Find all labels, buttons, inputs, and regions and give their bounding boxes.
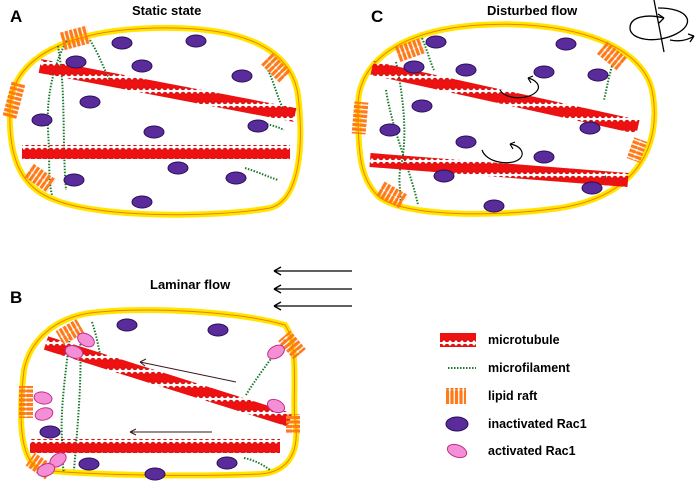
inactive-rac1 <box>167 161 189 175</box>
legend: microtubule microfilament lipid raft ina… <box>440 333 587 459</box>
inactive-rac1 <box>231 69 253 83</box>
inactive-rac1 <box>144 467 166 481</box>
lipid-raft <box>394 37 426 63</box>
inactive-rac1 <box>379 123 401 137</box>
lipid-raft <box>375 181 409 209</box>
legend-label-microtubule: microtubule <box>488 333 560 347</box>
panel-c-letter: C <box>371 7 383 26</box>
microtubule <box>370 61 640 134</box>
alignment-arrows <box>129 358 237 436</box>
inactive-rac1 <box>143 125 165 139</box>
lipid-raft <box>55 319 85 345</box>
panel-b-title: Laminar flow <box>150 277 231 292</box>
lipid-raft <box>261 53 291 83</box>
legend-label-active-rac1: activated Rac1 <box>488 444 576 458</box>
legend-item-lipid-raft: lipid raft <box>446 388 538 404</box>
microtubule <box>38 59 297 122</box>
inactive-rac1 <box>587 68 609 82</box>
inactive-rac1 <box>216 456 238 470</box>
active-rac1-swatch <box>446 443 468 459</box>
legend-label-lipid-raft: lipid raft <box>488 389 538 403</box>
active-rac1 <box>34 407 54 421</box>
active-rac1 <box>266 398 286 414</box>
inactive-rac1 <box>116 318 138 332</box>
legend-item-inactive-rac1: inactivated Rac1 <box>445 416 587 432</box>
active-rac1 <box>33 391 53 405</box>
panel-c: C Disturbed flow <box>351 0 695 217</box>
lipid-raft <box>278 330 306 360</box>
rotation-arrow-icon <box>481 141 523 164</box>
inactive-rac1 <box>39 425 61 439</box>
legend-label-inactive-rac1: inactivated Rac1 <box>488 417 587 431</box>
inactive-rac1 <box>247 119 269 133</box>
lipid-raft <box>351 101 369 135</box>
legend-label-microfilament: microfilament <box>488 361 571 375</box>
laminar-flow-arrows <box>273 266 352 311</box>
inactive-rac1-swatch <box>445 416 469 432</box>
inactive-rac1 <box>411 99 433 113</box>
alignment-arrow-icon <box>139 358 237 383</box>
legend-item-active-rac1: activated Rac1 <box>446 443 576 459</box>
lipid-raft <box>626 137 648 163</box>
legend-item-microtubule: microtubule <box>440 333 560 347</box>
inactive-rac1 <box>65 55 87 69</box>
lipid-raft <box>59 25 91 51</box>
inactive-rac1 <box>533 150 555 164</box>
active-rac1 <box>77 332 95 348</box>
alignment-arrow-icon <box>129 428 212 436</box>
inactive-rac1 <box>455 135 477 149</box>
inactive-rac1 <box>63 173 85 187</box>
inactive-rac1 <box>131 59 153 73</box>
active-rac1 <box>267 344 285 360</box>
lipid-raft <box>23 163 57 193</box>
swirl-flow-icon <box>629 0 695 53</box>
active-rac1 <box>64 345 84 359</box>
lipid-raft <box>19 386 33 418</box>
flow-arrow-icon <box>273 301 352 311</box>
flow-arrow-icon <box>273 284 352 294</box>
inactive-rac1 <box>403 60 425 74</box>
inactive-rac1 <box>207 323 229 337</box>
panel-a: A Static state <box>2 3 304 218</box>
inactive-rac1 <box>78 457 100 471</box>
inactive-rac1 <box>79 95 101 109</box>
inactive-rac1 <box>425 35 447 49</box>
inactive-rac1 <box>225 171 247 185</box>
lipid-raft <box>596 41 628 71</box>
lipid-raft-swatch <box>446 388 466 404</box>
inactive-rac1 <box>111 36 133 50</box>
inactive-rac1 <box>31 113 53 127</box>
panel-a-letter: A <box>10 7 22 26</box>
microtubule <box>369 153 629 187</box>
legend-item-microfilament: microfilament <box>448 361 571 375</box>
panel-b-letter: B <box>10 288 22 307</box>
inactive-rac1 <box>579 121 601 135</box>
inactive-rac1 <box>533 65 555 79</box>
rotation-arrow-icon <box>499 75 540 99</box>
panel-a-title: Static state <box>132 3 201 18</box>
flow-arrow-icon <box>273 266 352 276</box>
panel-b: B Laminar flow <box>10 266 352 481</box>
inactive-rac1 <box>581 181 603 195</box>
inactive-rac1 <box>131 195 153 209</box>
inactive-rac1 <box>433 169 455 183</box>
active-rac1 <box>36 463 56 477</box>
inactive-rac1 <box>185 34 207 48</box>
microtubule <box>43 336 293 427</box>
lipid-raft <box>286 414 300 434</box>
inactive-rac1 <box>455 63 477 77</box>
panel-c-title: Disturbed flow <box>487 3 578 18</box>
inactive-rac1 <box>555 37 577 51</box>
lipid-raft <box>2 80 26 120</box>
inactive-rac1 <box>483 199 505 213</box>
